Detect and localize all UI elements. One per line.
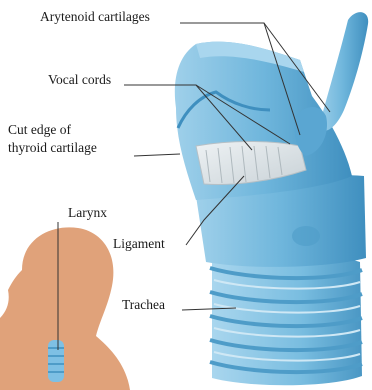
label-larynx: Larynx	[68, 205, 107, 221]
label-cut-edge-line2: thyroid cartilage	[8, 140, 97, 156]
cut-edge-leader	[134, 154, 180, 156]
label-cut-edge-line1: Cut edge of	[8, 122, 71, 138]
label-vocal-cords: Vocal cords	[48, 72, 111, 88]
label-trachea: Trachea	[122, 297, 165, 313]
epiglottis-shape	[318, 12, 368, 131]
label-ligament: Ligament	[113, 236, 165, 252]
trachea-shape	[210, 254, 362, 386]
label-arytenoid-cartilages: Arytenoid cartilages	[40, 9, 150, 25]
child-silhouette	[0, 227, 130, 390]
